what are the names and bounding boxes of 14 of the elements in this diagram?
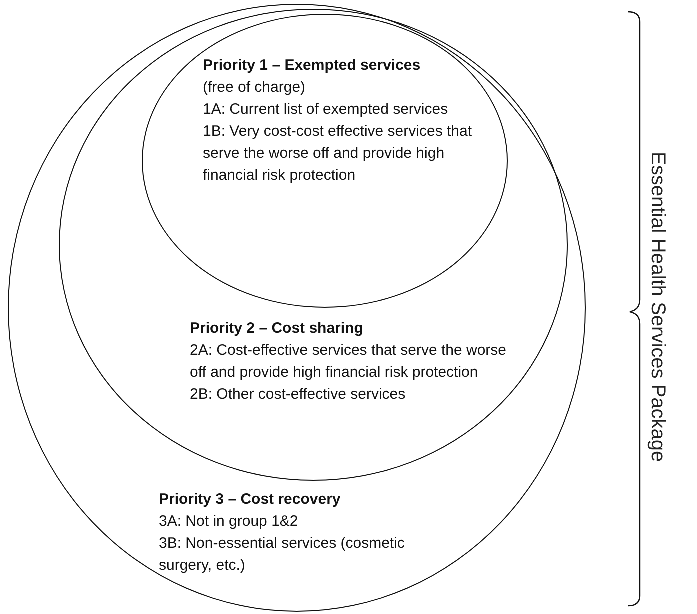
priority-heading: Priority 3 – Cost recovery (159, 490, 342, 510)
priority-description: 3A: Not in group 1&2 (159, 512, 300, 532)
priority-ellipse (59, 9, 568, 481)
priority-ellipse (142, 14, 508, 308)
priority-description: 1B: Very cost-cost effective services that serve the worse off and provide high financial risk protection (203, 122, 474, 186)
priority-description: 1A: Current list of exempted services (203, 100, 450, 120)
priority-description: (free of charge) (203, 78, 307, 98)
priority-description: 3B: Non-essential services (cosmetic surgery, etc.) (159, 534, 406, 576)
priority-ellipse (8, 4, 586, 612)
priority-description: 2B: Other cost-effective services (190, 385, 407, 405)
bracket-label: Essential Health Services Package (646, 150, 669, 464)
priority-description: 2A: Cost-effective services that serve the worse off and provide high financial risk protection (190, 341, 508, 383)
priority-heading: Priority 2 – Cost sharing (190, 319, 364, 339)
priority-heading: Priority 1 – Exempted services (203, 56, 422, 76)
